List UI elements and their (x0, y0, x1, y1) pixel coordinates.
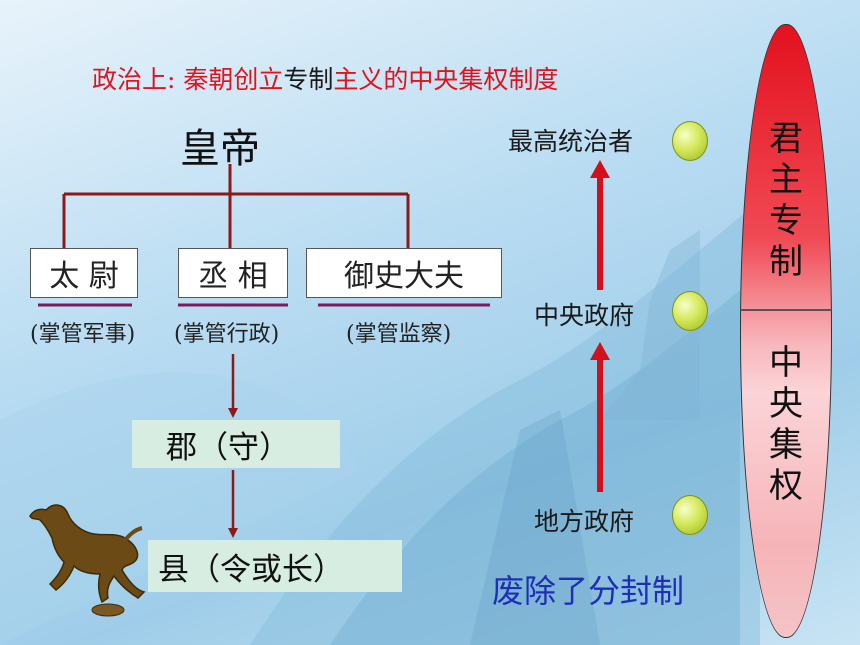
emperor-node: 皇帝 (180, 126, 260, 172)
office-yushidafu: 御史大夫 (306, 248, 502, 298)
duty-supervision: (掌管监察) (346, 322, 452, 347)
dot-local-government-icon (672, 495, 708, 535)
dot-central-government-icon (672, 291, 708, 331)
title-part-1: 政治上: 秦朝创立 (92, 65, 284, 94)
label-central-government: 中央政府 (534, 301, 635, 330)
oval-divider (741, 309, 831, 311)
label-supreme-ruler: 最高统治者 (508, 127, 634, 156)
duty-military: (掌管军事) (30, 322, 136, 347)
title-part-3: 主义 (333, 65, 384, 94)
oval-centralization-text: 中央集权 (769, 343, 803, 506)
duty-administration: (掌管行政) (174, 322, 280, 347)
office-chengxiang: 丞 相 (178, 248, 288, 298)
system-oval: 君主专制 中央集权 (740, 24, 832, 638)
bronze-horse-icon (29, 504, 146, 617)
label-local-government: 地方政府 (534, 507, 635, 536)
dot-supreme-ruler-icon (672, 121, 708, 161)
level-county: 县（令或长） (148, 540, 402, 592)
abolish-fengjian-text: 废除了分封制 (492, 572, 685, 610)
page-title: 政治上: 秦朝创立专制主义的中央集权制度 (92, 60, 558, 96)
title-part-2: 专制 (283, 65, 334, 94)
oval-autocracy-text: 君主专制 (769, 119, 803, 282)
title-part-4: 的中央集权制度 (383, 65, 559, 94)
level-commandery: 郡（守） (132, 420, 340, 468)
office-taiwei: 太 尉 (30, 248, 138, 298)
